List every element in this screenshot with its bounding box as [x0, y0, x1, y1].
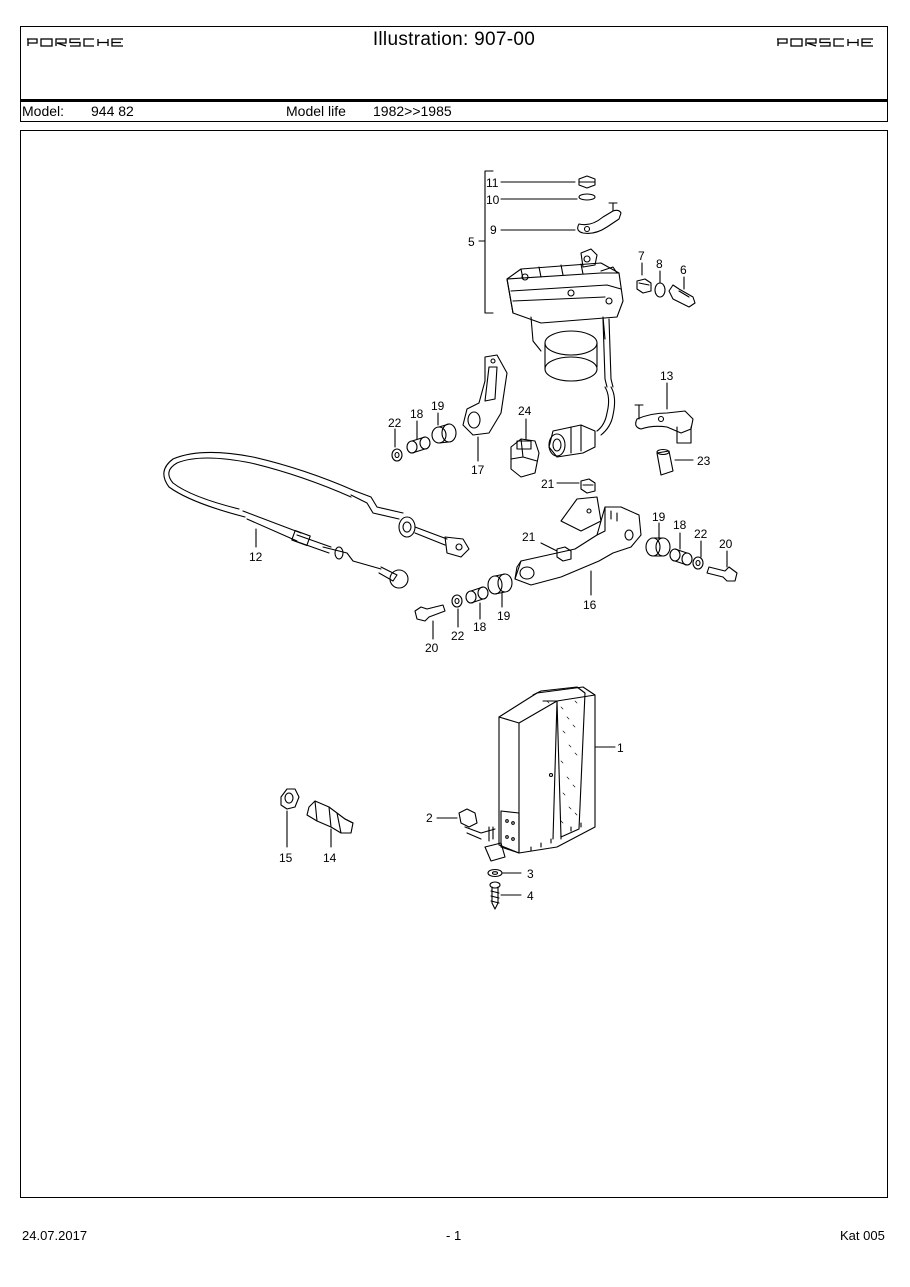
callout-19-upper: 19: [431, 399, 445, 413]
callout-21-upper: 21: [541, 477, 555, 491]
header-box: Illustration: 907-00 Model: 944 82 Model…: [20, 26, 888, 122]
washer-part-22-left: [451, 594, 463, 608]
model-bar: Model: 944 82 Model life 1982>>1985: [21, 99, 887, 124]
callout-7: 7: [638, 249, 645, 263]
callout-12: 12: [249, 550, 263, 564]
callout-18-right: 18: [673, 518, 687, 532]
lever-part-13: [634, 404, 694, 444]
actuator-part-5: [506, 248, 624, 388]
callout-20-left: 20: [425, 641, 439, 655]
sleeve-part-18-right: [669, 548, 693, 566]
leaders-18-19-22-upper: [394, 412, 439, 448]
model-life-value: 1982>>1985: [373, 103, 452, 119]
bolt-part-20-left: [414, 604, 446, 622]
clip-part-24: [510, 438, 540, 478]
group-bracket-5: [478, 170, 494, 314]
bracket-part-17: [462, 354, 508, 436]
callout-22-right: 22: [694, 527, 708, 541]
callout-8: 8: [656, 257, 663, 271]
grommet-part-19-right: [645, 537, 671, 557]
callout-17: 17: [471, 463, 485, 477]
callout-16: 16: [583, 598, 597, 612]
nut-part-21-upper: [580, 478, 596, 494]
nut-part-21-lower: [556, 546, 572, 562]
page-number: - 1: [446, 1228, 462, 1243]
callout-6: 6: [680, 263, 687, 277]
porsche-logo-right: [777, 38, 873, 47]
foam-stipple: [546, 700, 578, 824]
callout-22-upper: 22: [388, 416, 402, 430]
grommet-part-19-left: [487, 573, 513, 595]
callout-19-left: 19: [497, 609, 511, 623]
model-life-label: Model life: [286, 103, 346, 119]
callout-18-upper: 18: [410, 407, 424, 421]
callout-2: 2: [426, 811, 433, 825]
grommet-part-19-upper: [431, 423, 457, 444]
washer-part-22-upper: [391, 448, 403, 462]
callout-labels: 11 10 9 5 7 8 6 13 24 19 18 22 17 23 21 …: [249, 176, 733, 903]
lever-part-9: [577, 202, 622, 234]
bolt-part-6: [668, 284, 696, 308]
callout-11: 11: [486, 176, 499, 190]
sleeve-part-18-left: [465, 586, 489, 604]
washer-part-22-right: [692, 556, 704, 570]
leaders-6-7-8: [641, 262, 685, 290]
nut-part-11: [578, 175, 596, 189]
callout-15: 15: [279, 851, 293, 865]
catalog-id: Kat 005: [840, 1228, 885, 1243]
control-unit-part-1: [484, 686, 596, 862]
callout-13: 13: [660, 369, 674, 383]
screw-part-4: [489, 881, 501, 910]
callout-24: 24: [518, 404, 532, 418]
cable-part-12: [163, 451, 470, 589]
callout-4: 4: [527, 889, 534, 903]
bolt-part-20-right: [706, 566, 738, 582]
footer-date: 24.07.2017: [22, 1228, 88, 1243]
callout-5: 5: [468, 235, 475, 249]
cap-part-23: [656, 448, 674, 476]
washer-part-3: [487, 868, 503, 878]
leaders-right: [658, 522, 728, 568]
callout-10: 10: [486, 193, 500, 207]
sensor-part-14: [306, 800, 354, 834]
clip-part-2: [458, 808, 496, 842]
hose: [596, 386, 616, 436]
callout-22-left: 22: [451, 629, 465, 643]
nut-part-7: [636, 278, 652, 294]
callout-9: 9: [490, 223, 497, 237]
illustration-frame: 11 10 9 5 7 8 6 13 24 19 18 22 17 23 21 …: [20, 130, 888, 1198]
sleeve-part-18-upper: [406, 436, 431, 454]
bracket-part-16: [514, 496, 642, 586]
model-label: Model:: [22, 103, 65, 119]
callout-21-lower: 21: [522, 530, 536, 544]
callout-18-left: 18: [473, 620, 487, 634]
leaders-left: [432, 592, 503, 640]
callout-19-right: 19: [652, 510, 666, 524]
callout-23: 23: [697, 454, 711, 468]
callout-14: 14: [323, 851, 337, 865]
connector-plug: [548, 424, 596, 458]
callout-3: 3: [527, 867, 534, 881]
callout-20-right: 20: [719, 537, 733, 551]
page-title: Illustration: 907-00: [372, 29, 536, 50]
callout-1: 1: [617, 741, 624, 755]
nut-part-15: [280, 788, 300, 810]
leader-21-lower: [540, 542, 558, 552]
model-value: 944 82: [91, 103, 134, 119]
washer-part-8: [654, 282, 666, 298]
porsche-logo-left: [27, 38, 123, 47]
parts-diagram: 11 10 9 5 7 8 6 13 24 19 18 22 17 23 21 …: [163, 170, 738, 910]
washer-part-10: [578, 193, 596, 201]
